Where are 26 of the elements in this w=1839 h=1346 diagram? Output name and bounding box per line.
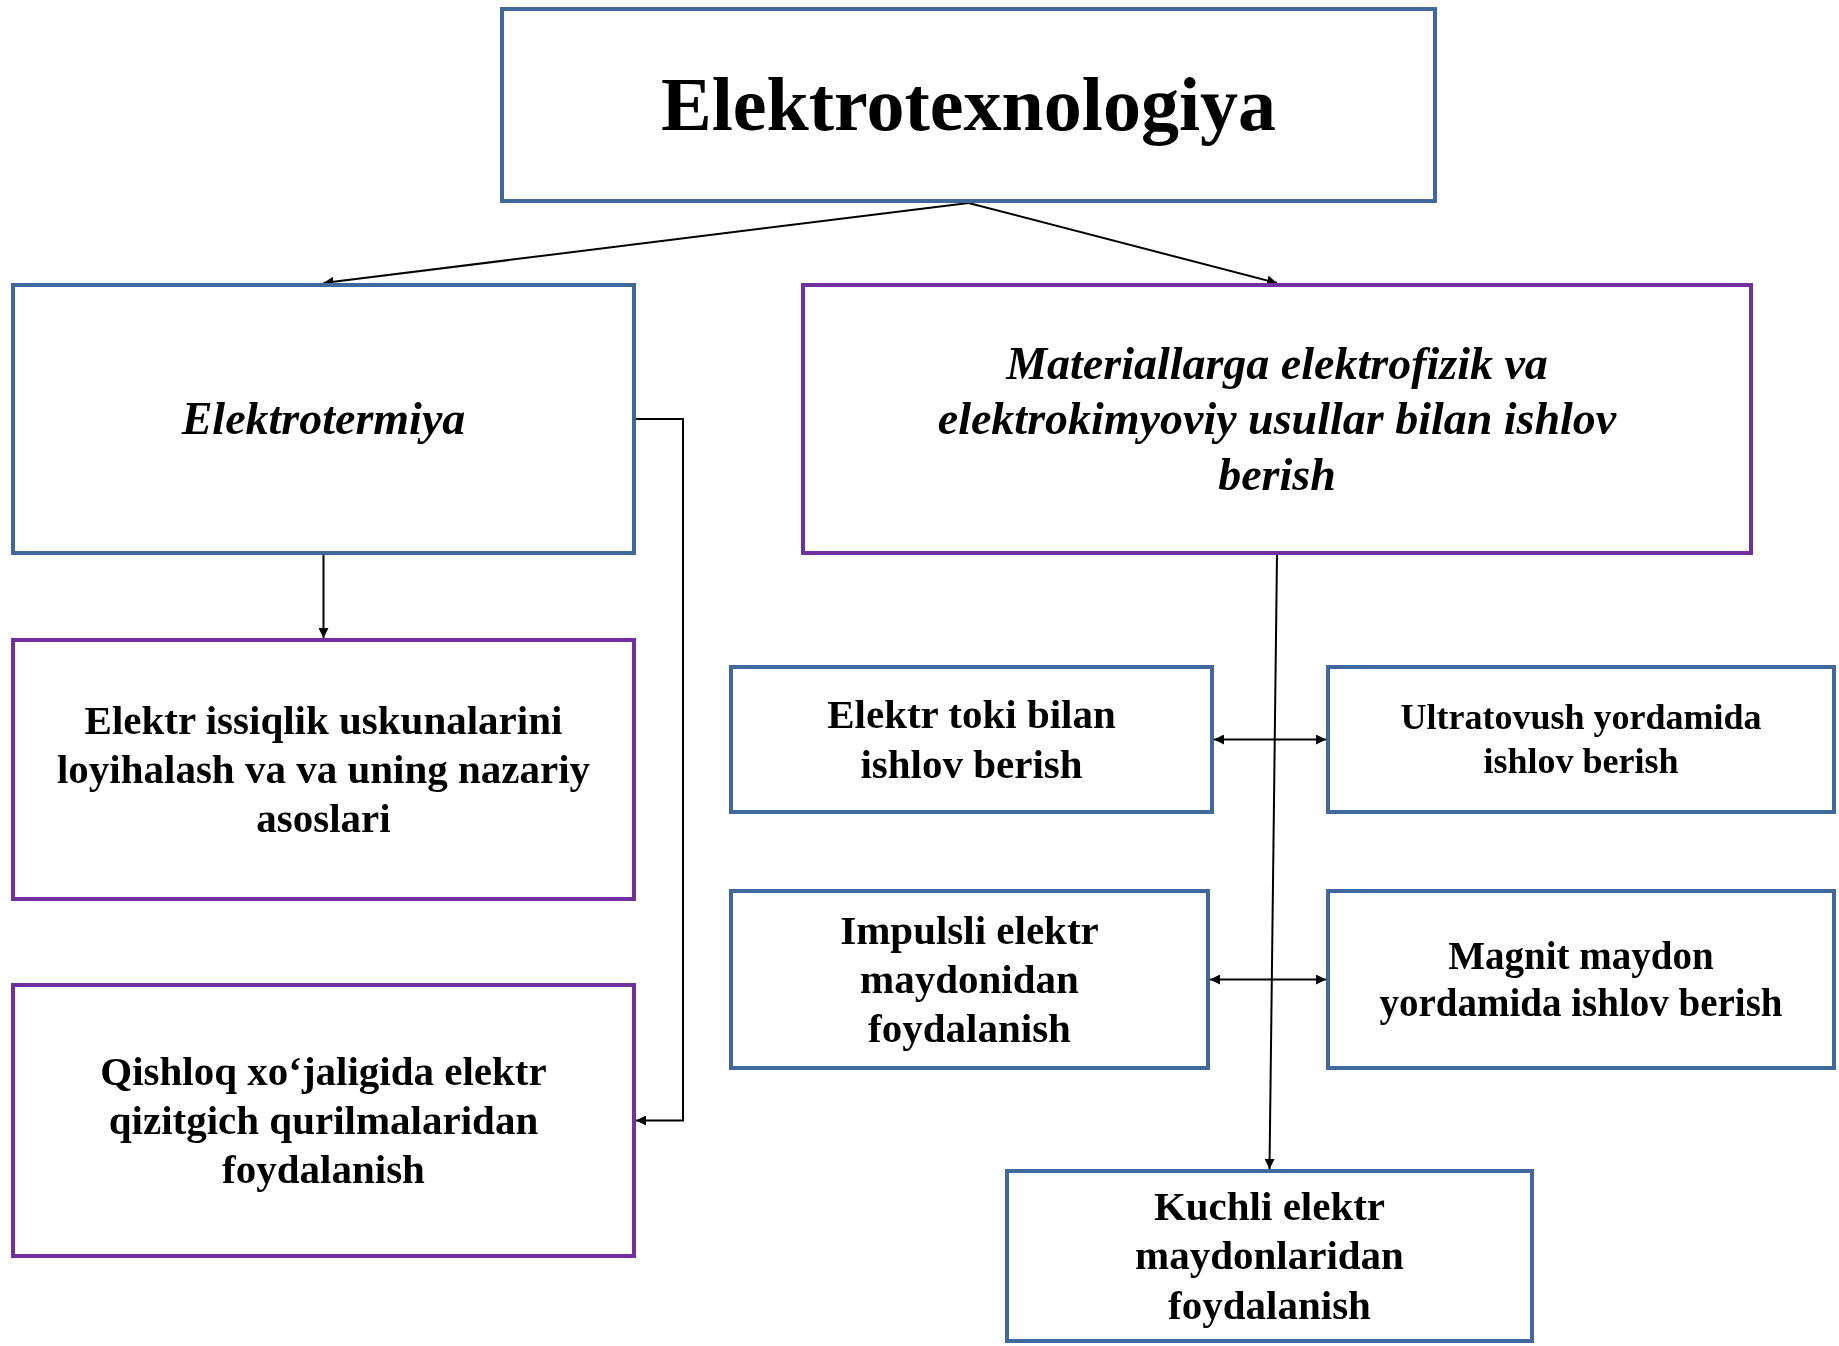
box-label: Elektr issiqlik uskunalarini loyihalash va va uning nazariy asoslari [55,695,592,844]
arrow [1264,554,1278,1170]
arrow [967,202,1278,286]
process-box [1326,889,1836,1070]
arrow [1213,734,1327,745]
process-box [801,283,1753,555]
process-box [1005,1169,1534,1343]
arrow [318,554,329,639]
box-label: Kuchli elektr maydonlaridan foydalanish [1134,1182,1405,1330]
process-box [1326,665,1836,814]
box-label: Ultratovush yordamida ishlov berish [1399,696,1763,783]
process-box [729,889,1210,1070]
box-label: Elektrotexnologiya [661,61,1276,149]
process-box [729,665,1214,814]
box-label: Elektr toki bilan ishlov berish [826,690,1117,789]
box-label: Materiallarga elektrofizik va elektrokimyoviy usullar bilan ishlov berish [936,337,1618,502]
arrow [1209,974,1327,985]
process-box [11,283,636,555]
box-label: Qishloq xo‘jaligida elektr qizitgich qurilmalaridan foydalanish [99,1046,548,1195]
box-label: Impulsli elektr maydonidan foydalanish [839,905,1100,1054]
process-box [11,983,636,1258]
title-box [500,7,1437,203]
box-label: Elektrotermiya [181,392,466,447]
box-label: Magnit maydon yordamida ishlov berish [1378,932,1784,1027]
process-box [11,638,636,901]
arrow [635,418,684,1126]
